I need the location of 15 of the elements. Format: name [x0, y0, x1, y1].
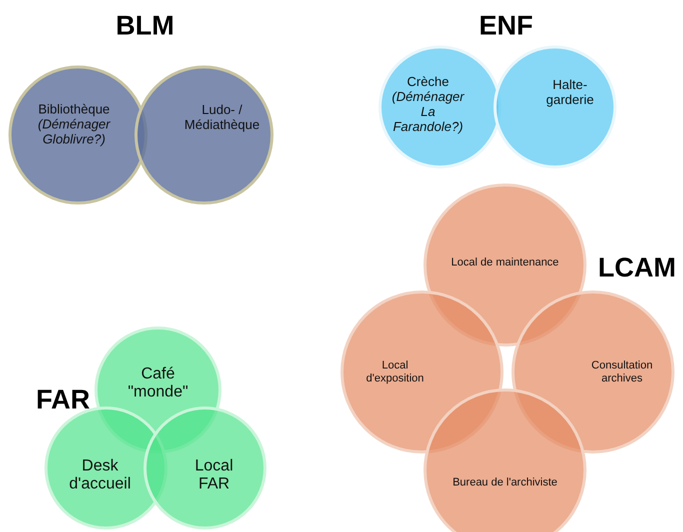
- circle-label: Local de maintenance: [450, 256, 560, 270]
- circle-label: Consultation archives: [590, 359, 654, 385]
- circle-label: Local d'exposition: [365, 359, 425, 385]
- circle-label: Desk d'accueil: [68, 458, 132, 494]
- circle-label: Bibliothèque (Déménager Globlivre?): [36, 102, 112, 148]
- circle-label: Bureau de l'archiviste: [452, 476, 558, 490]
- circle-label: Ludo- / Médiathèque: [183, 103, 261, 133]
- circle-label: Local FAR: [194, 458, 234, 494]
- circle-label: Halte-garderie: [545, 78, 595, 108]
- circle-label: Crèche (Déménager La Farandole?): [390, 75, 466, 135]
- group-title: LCAM: [598, 252, 676, 284]
- group-title: ENF: [479, 10, 533, 42]
- group-title: BLM: [116, 10, 174, 42]
- circle-label: Café "monde": [126, 366, 190, 402]
- group-title: FAR: [36, 384, 90, 416]
